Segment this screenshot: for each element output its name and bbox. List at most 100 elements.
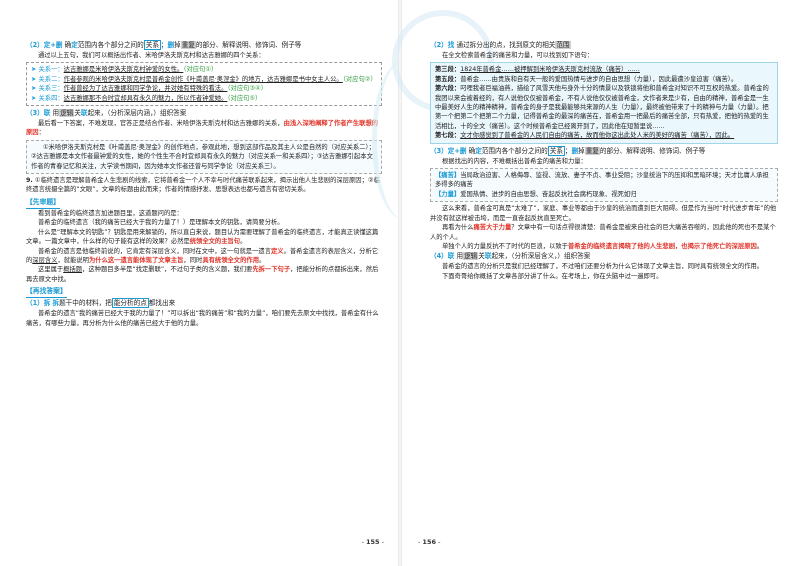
excerpt-paragraph: 第五段：普希金……由贵族和自有天一般的爱国热情与进步的自由思想（力量），因此最遭…	[435, 75, 773, 84]
excerpt-text: 文才你感觉到了普希金的人民们自由的痛苦，故而他你这出此处人米的美好的痛苦（痛苦）…	[460, 132, 735, 140]
heading-text: 到原文的相关	[515, 41, 556, 49]
heading-shaded-word: 重复	[584, 146, 600, 155]
body-text: ，同时	[183, 256, 203, 264]
relation-ref: （对应句①）	[183, 66, 218, 74]
heading-highlight: 联	[484, 252, 492, 261]
page-number-left: - 155 -	[361, 538, 384, 546]
body-text: 。	[756, 242, 764, 250]
step-label: （2）找	[430, 41, 455, 49]
relation-arrow-icon: ➤	[31, 85, 39, 93]
excerpt-label: 第七段：	[435, 132, 461, 140]
heading-highlight: 定	[475, 146, 482, 155]
body-text: 这里属于	[38, 266, 64, 274]
body-text: ，把能分析的点都拆出来，然后再去原文中找。	[26, 266, 379, 283]
right-page-content: （2）找 通过拆分出的点，找到原文的相关范围 在全文检索普希金的痛苦和力量，可以…	[430, 40, 778, 281]
body-text: 。	[240, 238, 247, 246]
heading-boxed-word: 关系	[547, 145, 565, 156]
page-number-value: 156	[422, 538, 436, 546]
pain-power-box: 【痛苦】当局政治迫害、人格侮辱、监视、流放、妻子不贞、事业受阻；沙皇统治下的压抑…	[430, 168, 778, 203]
excerpt-text: 1824年普希金……被押解到米哈伊洛夫斯克村流放（痛苦）……	[460, 66, 640, 74]
heading-shaded-word: 逻辑	[463, 252, 479, 261]
relation-item: ➤ 关系二：作者参观的米哈伊洛夫斯克村是普希金创作《叶甫盖尼·奥涅金》的地方，达…	[31, 75, 377, 84]
step-label: （2）定+删	[26, 41, 63, 49]
underlined-text: 概括题	[63, 266, 83, 274]
excerpt-paragraph: 第六段：叼哩我者巨福油燕，描绘了风雪天他与身外十分的情景以及铁锁将他和普希金对知…	[435, 84, 773, 131]
heading-shaded-word: 范围	[555, 41, 571, 49]
watermark-wave-icon	[372, 60, 437, 220]
excerpt-text: 叼哩我者巨福油燕，描绘了风雪天他与身外十分的情景以及铁锁将他和普希金对知识不可互…	[435, 85, 769, 130]
relation-ref: （对应句③④）	[227, 85, 267, 93]
answer-text: ①米哈伊洛夫斯克村是《叶甫盖尼·奥涅金》的创作地点，参观此地，想到这部作品及其主…	[31, 143, 375, 170]
step2-heading-right: （2）找 通过拆分出的点，找到原文的相关范围	[430, 40, 778, 51]
power-row: 【力量】爱国热情、进步的自由思想、奋起反抗社会腐朽现象、视死如归	[435, 190, 773, 199]
body-text: 普希金的遗言是他临终前说的，它肯定有深层含义，同时在文中，这一句就是一遗言	[38, 247, 271, 255]
heading-highlight: 联	[80, 109, 88, 118]
heading-text: 范围内各个部分之间的	[77, 41, 144, 49]
heading-text: 范围内各个部分之间的	[481, 146, 548, 155]
heading-text: 起来，（分析深层内涵，）组织答案	[87, 109, 187, 118]
section-title-zai: 【再找答案】	[26, 286, 67, 299]
relation-item: ➤ 关系三：作者曾经为了达吉雅娜和同学争论，并对她有特殊的看法。（对应句③④）	[31, 84, 377, 93]
power-label: 【力量】	[435, 190, 461, 198]
excerpt-paragraph: 第三段：1824年普希金……被押解到米哈伊洛夫斯克村流放（痛苦）……	[435, 65, 773, 74]
heading-text: 都找出来	[148, 299, 176, 308]
body-text: ？文章中有一句话点得很清楚：	[511, 224, 600, 232]
relation-arrow-icon: ➤	[31, 94, 39, 102]
relation-ref: （对应句②）	[342, 75, 377, 83]
heading-boxed-word: 能分析的点	[111, 298, 149, 309]
step-label: （4）联	[430, 252, 455, 261]
relation-text: 达吉雅娜那不合时宜却具有永久的魅力，所以作者钟爱她。	[63, 94, 228, 102]
question-9: 9. ①临终遗言是理解普希金人生悲剧的线索，它将普希金一个人不幸与时代痛苦联系起…	[26, 176, 382, 195]
book-gutter	[398, 0, 402, 566]
emphasis-text: 普希金的临终遗言揭晓了他的人生悲剧，也揭示了他死亡的深层原因	[567, 242, 757, 250]
heading-highlight: 删	[571, 146, 579, 155]
pain-row: 【痛苦】当局政治迫害、人格侮辱、监视、流放、妻子不贞、事业受阻；沙皇统治下的压抑…	[435, 171, 773, 190]
heading-highlight: 拆	[52, 299, 60, 308]
emphasis-text: 由浅入深地阐释了作者产生联想的原因	[26, 120, 379, 137]
heading-text: 掉	[174, 41, 181, 49]
heading-shaded-word: 重复	[180, 41, 196, 49]
excerpt-text: 普希金……由贵族和自有天一般的爱国热情与进步的自由思想（力量），因此最遭沙皇迫害…	[460, 75, 738, 83]
page-number-right: - 156 -	[418, 538, 441, 546]
xian-quote: 普希金的临终遗言（我的痛苦已经大于我的力量了！）是理解本文的钥匙，请简要分析。	[38, 219, 284, 227]
step4-heading-right: （4）联 用逻辑关联起来，（分析深层含义，）组织答案	[430, 251, 778, 262]
heading-highlight: 定	[71, 41, 78, 49]
quote-text: 普希金是被来自社会的巨大痛苦吞噬的，因此他的死也不是某个人的个人。	[430, 224, 776, 241]
heading-text: 用	[52, 109, 60, 118]
emphasis-text: 具有统领全文的作用	[202, 256, 259, 264]
heading-highlight: 删	[167, 41, 175, 49]
heading-text: ；	[564, 146, 572, 155]
relations-box: ➤ 关系一：达吉雅娜是米哈伊洛夫斯克村钟爱的女性。（对应句①） ➤ 关系二：作者…	[26, 62, 382, 107]
step-label: （3）定+删	[430, 146, 467, 155]
heading-text: 的部分、解释说明、修饰词、例子等	[195, 41, 302, 49]
relation-label: 关系三：	[38, 85, 64, 93]
excerpt-paragraph: 第七段：文才你感觉到了普希金的人民们自由的痛苦，故而他你这出此处人米的美好的痛苦…	[435, 131, 773, 140]
xian-body-3: 普希金的遗言是他临终前说的，它肯定有深层含义，同时在文中，这一句就是一遗言定义。…	[26, 247, 382, 266]
body-text: 什么是“理解本文的钥匙”？钥匙是用来解锁的，所以直白来说，题目认为需要理解了普希…	[26, 228, 379, 246]
step3-body: 最后看一下答案，不难发现，官答正是结合作者、米哈伊洛夫斯克村和达吉雅娜的关系，由…	[26, 119, 382, 138]
body-text: 再看为什么	[442, 224, 474, 232]
heading-text: 确	[468, 146, 476, 155]
step2-heading: （2）定+删 确定范围内各个部分之间的关系；删掉重复的部分、解释说明、修饰词、例…	[26, 40, 382, 51]
left-page-content: （2）定+删 确定范围内各个部分之间的关系；删掉重复的部分、解释说明、修饰词、例…	[26, 40, 382, 328]
step-label: （3）联	[26, 109, 51, 118]
step-label: （1）拆	[26, 299, 51, 308]
emphasis-text: 为什么这一遗言能体现了文章主旨	[88, 256, 184, 264]
heading-text: 的部分、解释说明、修饰词、例子等	[599, 146, 706, 155]
body-text: ，这种题目多半是“找定删联”，不过句子类的含义题，我们要	[82, 266, 253, 274]
emphasis-text: 统领全文的主旨句	[189, 238, 241, 246]
relation-label: 关系四：	[38, 94, 64, 102]
relation-arrow-icon: ➤	[31, 75, 39, 83]
heading-text: ；	[160, 41, 168, 49]
step3-body-1-right: 这么来看，普希金可真是“太难了”，家庭、事业等都由于沙皇的统治而遭到巨大阻碍。但…	[430, 205, 777, 222]
heading-text: 确	[64, 41, 72, 49]
relation-label: 关系一：	[38, 66, 64, 74]
question-answer: ①临终遗言是理解普希金人生悲剧的线索，它将普希金一个人不幸与时代痛苦联系起来，揭…	[26, 177, 380, 194]
emphasis-text: 定义	[270, 247, 284, 255]
body-text: ：	[38, 129, 45, 137]
right-page: （2）找 通过拆分出的点，找到原文的相关范围 在全文检索普希金的痛苦和力量，可以…	[372, 0, 800, 566]
step2-intro-right: 在全文检索普希金的痛苦和力量，可以找到如下语句：	[442, 52, 594, 59]
excerpt-box: 第三段：1824年普希金……被押解到米哈伊洛夫斯克村流放（痛苦）…… 第五段：普…	[430, 62, 778, 144]
step3-heading: （3）联 用逻辑关联起来，（分析深层内涵，）组织答案	[26, 108, 382, 119]
